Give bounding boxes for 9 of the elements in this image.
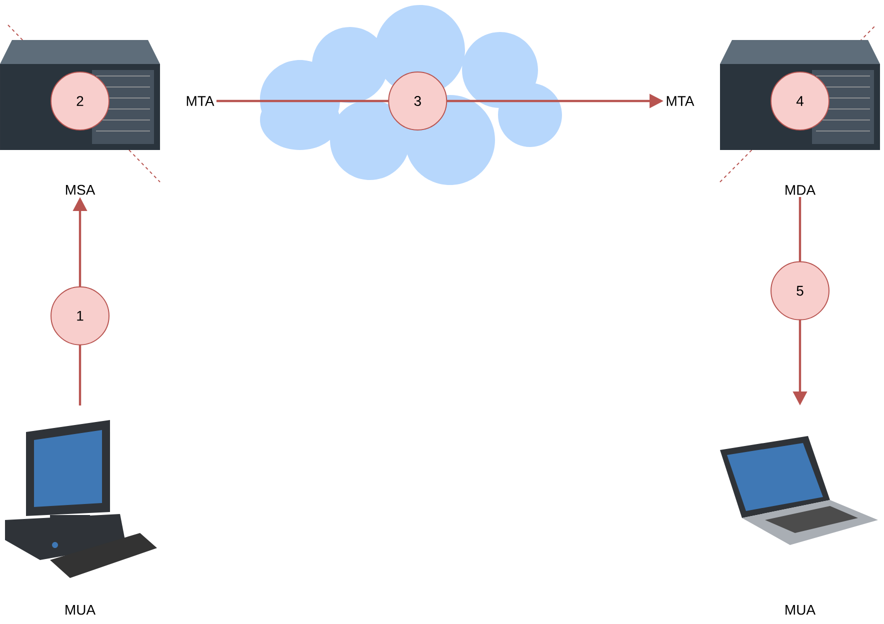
edge-label: 5: [770, 261, 830, 320]
node-label: MDA: [786, 185, 816, 195]
node-label: MTA: [186, 96, 214, 106]
node-label: MUA: [66, 605, 96, 615]
node-label: MUA: [786, 605, 816, 615]
node-label: MSA: [66, 184, 96, 195]
node-label: MTA: [666, 96, 694, 106]
edge-label: 1: [50, 286, 110, 346]
edge-label: 3: [388, 72, 448, 130]
